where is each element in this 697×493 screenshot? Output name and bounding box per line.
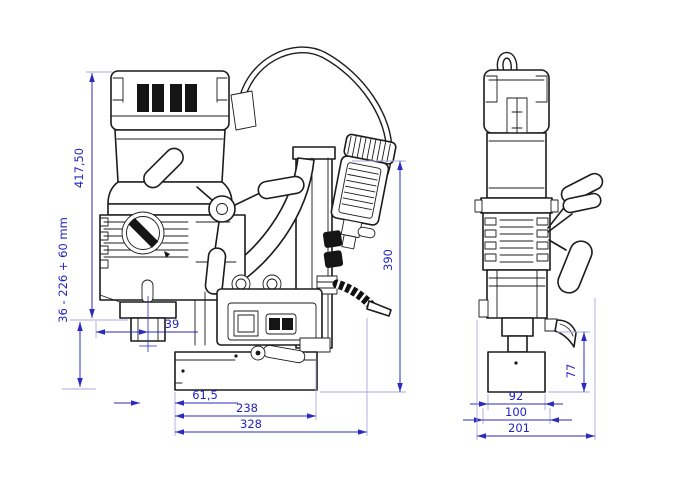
dimension-stroke-range: 36 - 226 + 60 mm xyxy=(56,217,96,390)
slide-bracket-front xyxy=(478,269,548,353)
slide-clamp-knobs xyxy=(322,230,344,268)
dim-label-tank-height: 390 xyxy=(381,249,395,271)
dimension-overall-length: 328 xyxy=(175,318,368,436)
dim-label-overall-width: 201 xyxy=(508,421,530,435)
dimension-slide-width: 100 xyxy=(463,405,572,424)
dimension-total-height: 417,50 xyxy=(70,71,128,321)
gear-housing-front xyxy=(482,212,551,271)
front-cable-loop xyxy=(496,51,518,75)
front-handles xyxy=(547,172,604,294)
dimension-magnet-width: 92 xyxy=(470,389,563,410)
control-panel xyxy=(194,274,323,346)
dim-label-base-edge-to-axis: 61,5 xyxy=(192,388,218,402)
cable-gland-hose xyxy=(316,275,392,317)
dim-label-base-length: 238 xyxy=(236,401,258,415)
gear-housing-side xyxy=(99,211,246,304)
dim-label-stroke-range: 36 - 226 + 60 mm xyxy=(56,217,70,323)
dim-label-overall-length: 328 xyxy=(240,417,262,431)
magnet-base-side xyxy=(174,337,331,391)
dimension-lever-height: 77 xyxy=(548,331,590,393)
coolant-tank xyxy=(330,133,397,250)
motor-front xyxy=(474,69,559,214)
dimension-tank-height: 390 xyxy=(320,160,406,393)
ratchet-lever-front xyxy=(544,318,577,348)
dim-label-total-height: 417,50 xyxy=(72,148,86,188)
feed-handle-wheel xyxy=(143,147,305,295)
magnet-base-front xyxy=(487,351,546,393)
dimension-overall-width: 201 xyxy=(476,298,596,440)
dim-label-slide-width: 100 xyxy=(505,405,527,419)
side-view-machine xyxy=(99,46,397,391)
front-view-machine xyxy=(474,51,604,393)
dim-label-spindle-offset: 39 xyxy=(165,317,180,331)
dim-label-magnet-width: 92 xyxy=(509,389,524,403)
dimension-spindle-offset: 39 xyxy=(95,296,198,352)
dimension-base-length: 238 xyxy=(175,358,317,420)
motor-side xyxy=(107,70,233,216)
dimension-base-edge-to-axis: 61,5 xyxy=(114,388,238,436)
dim-label-lever-height: 77 xyxy=(564,364,578,379)
